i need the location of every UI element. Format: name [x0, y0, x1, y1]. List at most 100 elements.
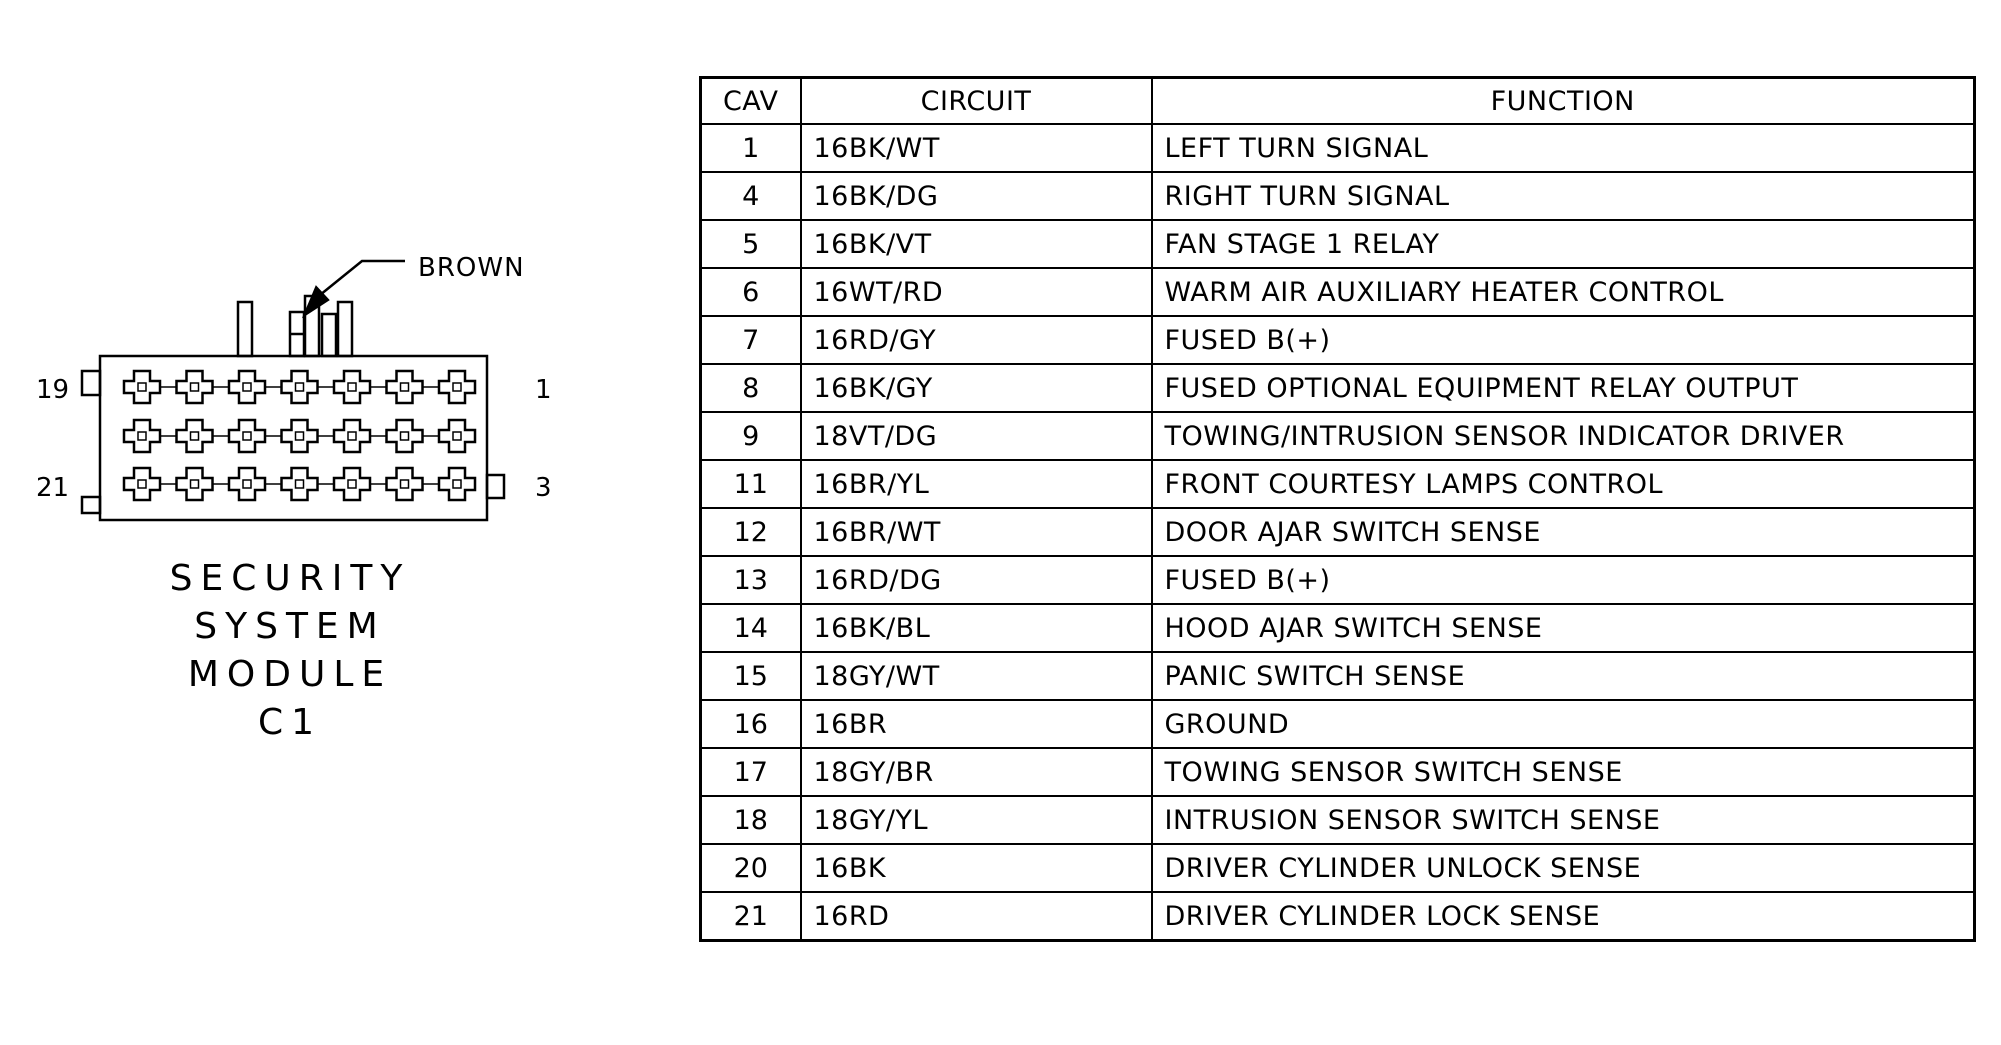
cav-cell: 11 [699, 459, 802, 509]
function-cell: FUSED OPTIONAL EQUIPMENT RELAY OUTPUT [1150, 363, 1976, 413]
module-label: SECURITY SYSTEM MODULE C1 [170, 558, 411, 743]
circuit-cell: 16RD/GY [799, 315, 1153, 365]
pin-label-19: 19 [36, 375, 69, 405]
circuit-cell: 16BK/BL [799, 603, 1153, 653]
circuit-cell: 16BK/DG [799, 171, 1153, 221]
module-label-line-1: SECURITY [170, 558, 411, 599]
header-circuit: CIRCUIT [799, 76, 1153, 125]
circuit-cell: 16BK/VT [799, 219, 1153, 269]
arrowhead-icon [301, 285, 330, 319]
cavity-terminal [332, 369, 387, 405]
circuit-cell: 16BK/WT [799, 123, 1153, 173]
circuit-cell: 16BK/GY [799, 363, 1153, 413]
cavity-terminal [437, 369, 477, 405]
function-cell: DRIVER CYLINDER LOCK SENSE [1150, 891, 1976, 942]
circuit-cell: 18GY/WT [799, 651, 1153, 701]
cavity-terminal [122, 466, 177, 502]
function-cell: FAN STAGE 1 RELAY [1150, 219, 1976, 269]
module-label-line-2: SYSTEM [194, 606, 386, 647]
cav-cell: 14 [699, 603, 802, 653]
connector-diagram: BROWN 19 21 1 3 SECURITY SYSTEM MODULE C… [36, 253, 552, 743]
function-cell: TOWING/INTRUSION SENSOR INDICATOR DRIVER [1150, 411, 1976, 461]
cav-cell: 4 [699, 171, 802, 221]
module-label-line-4: C1 [258, 702, 322, 743]
key-tower [320, 312, 338, 358]
pin-label-1: 1 [535, 375, 552, 405]
circuit-cell: 18VT/DG [799, 411, 1153, 461]
cavity-terminal [175, 466, 229, 502]
cavity-terminal [227, 369, 282, 405]
left-latch-top [80, 369, 102, 397]
cav-cell: 13 [699, 555, 802, 605]
cavity-terminal [122, 369, 177, 405]
cav-cell: 21 [699, 891, 802, 942]
circuit-cell: 18GY/YL [799, 795, 1153, 845]
function-cell: DRIVER CYLINDER UNLOCK SENSE [1150, 843, 1976, 893]
circuit-cell: 16BR/YL [799, 459, 1153, 509]
cav-cell: 17 [699, 747, 802, 797]
cavity-terminal [175, 369, 229, 405]
key-tower [336, 300, 354, 358]
function-cell: RIGHT TURN SIGNAL [1150, 171, 1976, 221]
function-cell: LEFT TURN SIGNAL [1150, 123, 1976, 173]
function-cell: HOOD AJAR SWITCH SENSE [1150, 603, 1976, 653]
circuit-cell: 16BR [799, 699, 1153, 749]
function-cell: PANIC SWITCH SENSE [1150, 651, 1976, 701]
cavity-terminal [437, 466, 477, 502]
cav-cell: 6 [699, 267, 802, 317]
cavity-terminal [122, 418, 177, 454]
function-cell: INTRUSION SENSOR SWITCH SENSE [1150, 795, 1976, 845]
pin-label-3: 3 [535, 473, 552, 503]
right-latch [485, 473, 506, 500]
circuit-cell: 16BK [799, 843, 1153, 893]
function-cell: DOOR AJAR SWITCH SENSE [1150, 507, 1976, 557]
cavity-terminal [385, 369, 439, 405]
cavity-terminal [280, 369, 334, 405]
pointer-callout: BROWN [301, 253, 524, 319]
cavity-grid [122, 369, 477, 502]
cavity-terminal [280, 466, 334, 502]
module-label-line-3: MODULE [188, 654, 392, 695]
cav-cell: 7 [699, 315, 802, 365]
cavity-terminal [385, 418, 439, 454]
cav-cell: 15 [699, 651, 802, 701]
cavity-terminal [280, 418, 334, 454]
header-cav: CAV [699, 76, 802, 125]
connector-body [80, 294, 506, 522]
circuit-cell: 16RD/DG [799, 555, 1153, 605]
function-cell: GROUND [1150, 699, 1976, 749]
left-latch-bottom [80, 495, 102, 515]
circuit-cell: 16RD [799, 891, 1153, 942]
connector-housing [98, 354, 489, 522]
cavity-terminal [332, 466, 387, 502]
cavity-terminal [332, 418, 387, 454]
table-header-row: CAV CIRCUIT FUNCTION [699, 76, 1976, 125]
function-cell: FUSED B(+) [1150, 555, 1976, 605]
cavity-terminal [437, 418, 477, 454]
function-cell: FUSED B(+) [1150, 315, 1976, 365]
cav-cell: 9 [699, 411, 802, 461]
header-function: FUNCTION [1150, 76, 1976, 125]
cavity-terminal [227, 466, 282, 502]
pin-label-21: 21 [36, 473, 69, 503]
cavity-terminal [227, 418, 282, 454]
cav-cell: 5 [699, 219, 802, 269]
key-tower [236, 300, 254, 358]
cav-cell: 12 [699, 507, 802, 557]
